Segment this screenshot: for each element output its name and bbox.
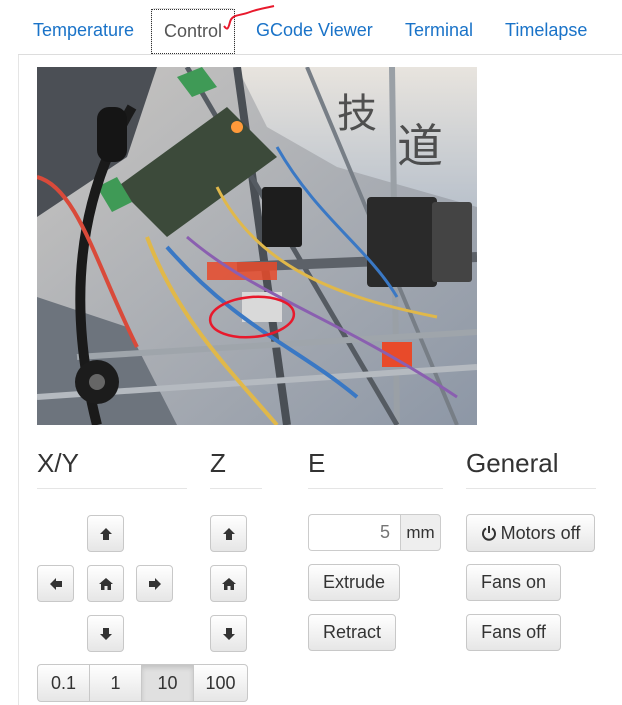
- xy-divider: [37, 488, 187, 489]
- retract-button[interactable]: Retract: [308, 614, 396, 651]
- extrude-amount-group: mm: [308, 514, 441, 551]
- e-section-title: E: [308, 448, 326, 478]
- z-section-title: Z: [210, 448, 226, 478]
- svg-text:技: 技: [337, 91, 377, 137]
- webcam-stream: 技 道: [37, 67, 477, 425]
- z-plus-button[interactable]: [210, 515, 247, 552]
- retract-label: Retract: [322, 622, 382, 642]
- jog-distance-group: 0.1 1 10 100: [37, 664, 248, 702]
- jog-distance-100[interactable]: 100: [193, 664, 248, 702]
- x-plus-button[interactable]: [136, 565, 173, 602]
- arrow-down-icon: [222, 627, 235, 640]
- svg-text:道: 道: [397, 119, 443, 173]
- arrow-right-icon: [148, 577, 161, 590]
- home-icon: [98, 577, 113, 590]
- motors-off-button[interactable]: Motors off: [466, 514, 595, 552]
- fans-off-button[interactable]: Fans off: [466, 614, 561, 651]
- extrude-amount-input[interactable]: [308, 514, 400, 551]
- x-minus-button[interactable]: [37, 565, 74, 602]
- tab-gcode-viewer[interactable]: GCode Viewer: [256, 20, 373, 40]
- fans-on-label: Fans on: [480, 572, 547, 592]
- home-icon: [221, 577, 236, 590]
- extrude-unit-addon: mm: [400, 514, 441, 551]
- tab-terminal[interactable]: Terminal: [405, 20, 474, 40]
- jog-distance-0.1[interactable]: 0.1: [37, 664, 90, 702]
- z-home-button[interactable]: [210, 565, 247, 602]
- arrow-up-icon: [222, 527, 235, 540]
- content-border: [18, 55, 19, 705]
- e-divider: [308, 488, 443, 489]
- extrude-button[interactable]: Extrude: [308, 564, 400, 601]
- y-minus-button[interactable]: [87, 615, 124, 652]
- tab-timelapse[interactable]: Timelapse: [505, 20, 588, 40]
- power-icon: [481, 526, 496, 541]
- z-minus-button[interactable]: [210, 615, 247, 652]
- jog-distance-10[interactable]: 10: [141, 664, 194, 702]
- jog-distance-1[interactable]: 1: [89, 664, 142, 702]
- tab-bar: Temperature Control GCode Viewer Termina…: [0, 0, 622, 55]
- fans-off-label: Fans off: [481, 622, 546, 642]
- extrude-label: Extrude: [322, 572, 386, 592]
- tab-control[interactable]: Control: [151, 8, 235, 55]
- y-plus-button[interactable]: [87, 515, 124, 552]
- fans-on-button[interactable]: Fans on: [466, 564, 561, 601]
- tab-divider: [18, 54, 622, 55]
- z-divider: [210, 488, 262, 489]
- tab-temperature[interactable]: Temperature: [33, 20, 135, 40]
- arrow-down-icon: [99, 627, 112, 640]
- xy-home-button[interactable]: [87, 565, 124, 602]
- motors-off-label: Motors off: [500, 522, 581, 543]
- xy-section-title: X/Y: [37, 448, 79, 478]
- general-divider: [466, 488, 596, 489]
- arrow-left-icon: [49, 577, 62, 590]
- arrow-up-icon: [99, 527, 112, 540]
- general-section-title: General: [466, 448, 559, 478]
